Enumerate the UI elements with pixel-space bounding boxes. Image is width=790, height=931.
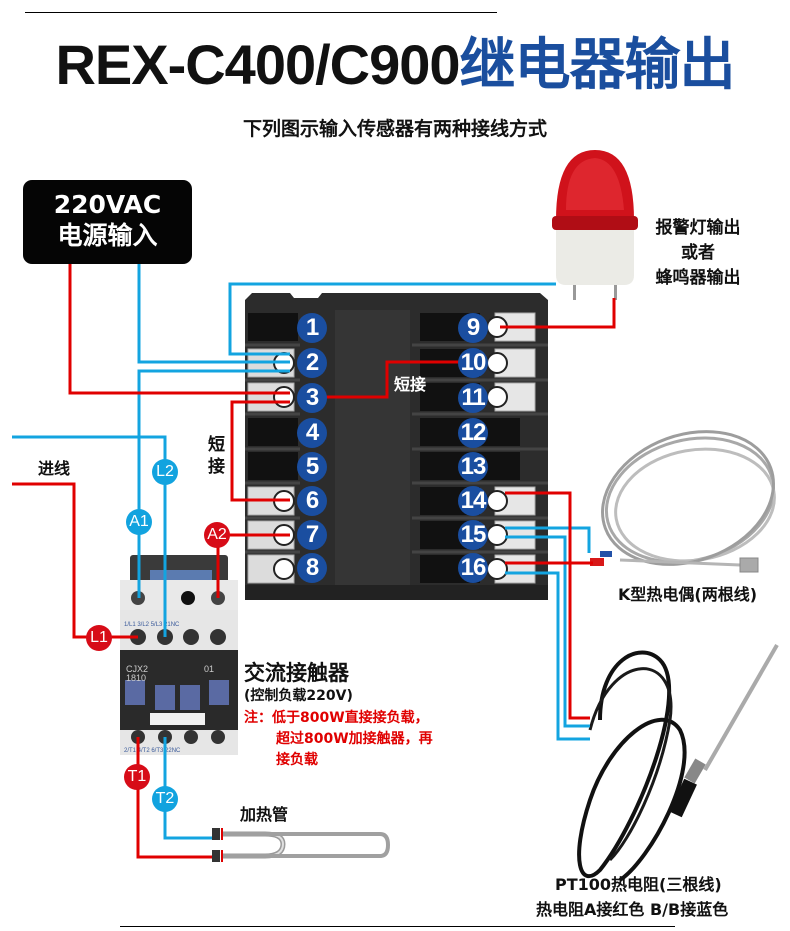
alarm-line2: 或者 — [681, 243, 715, 263]
tag-A1: A1 — [126, 509, 152, 535]
rtd-label-1: PT100热电阻(三根线) — [555, 875, 722, 894]
terminal-5: 5 — [297, 452, 327, 482]
power-voltage: 220VAC — [53, 190, 162, 219]
short-label-right: 短接 — [394, 375, 427, 394]
tag-L2: L2 — [152, 459, 178, 485]
wire-alarm-blue-to-1 — [228, 282, 556, 356]
svg-text:CJX2: CJX2 — [126, 664, 148, 674]
terminal-15: 15 — [458, 520, 488, 550]
svg-text:2/T1 4/T2 6/T3 22NC: 2/T1 4/T2 6/T3 22NC — [124, 748, 181, 754]
top-rule — [25, 12, 497, 13]
title-model: REX-C400/C900 — [55, 33, 460, 96]
terminal-7: 7 — [297, 520, 327, 550]
terminal-16: 16 — [458, 553, 488, 583]
contactor-title: 交流接触器 — [244, 661, 349, 685]
contactor-note-2: 超过800W加接触器，再 — [276, 731, 433, 747]
terminal-2: 2 — [297, 348, 327, 378]
pt100-probe-icon — [577, 644, 779, 882]
terminal-11: 11 — [458, 383, 488, 413]
terminal-14: 14 — [458, 486, 488, 516]
wire-15-to-pt100 — [505, 535, 590, 728]
wire-incoming-blue-to-L2 — [12, 435, 167, 637]
terminal-12: 12 — [458, 418, 488, 448]
contactor-note-1: 注：低于800W直接接负载， — [244, 710, 429, 726]
wire-9-to-alarm — [500, 298, 616, 329]
wire-3-to-10-short — [300, 360, 485, 399]
terminal-3: 3 — [297, 383, 327, 413]
wire-power-blue-to-2 — [137, 263, 290, 364]
wire-16-to-pt100 — [505, 571, 590, 741]
svg-text:1810: 1810 — [126, 673, 146, 683]
thermocouple-label: K型热电偶(两根线) — [618, 585, 758, 604]
tag-T1: T1 — [124, 764, 150, 790]
terminal-6: 6 — [297, 486, 327, 516]
short-label-left-2: 接 — [208, 457, 225, 477]
thermocouple-icon — [590, 430, 776, 573]
alarm-line1: 报警灯输出 — [655, 218, 741, 238]
wire-14-to-pt100 — [505, 491, 590, 720]
wire-T2-to-heater — [163, 737, 212, 840]
power-input-box: 220VAC 电源输入 — [23, 180, 192, 264]
terminal-8: 8 — [297, 553, 327, 583]
bottom-rule — [120, 926, 675, 927]
tag-L1: L1 — [86, 625, 112, 651]
wire-power-red-to-3 — [68, 263, 290, 395]
wire-3-to-6-short — [230, 400, 290, 502]
wire-incoming-red-to-L1 — [12, 482, 138, 639]
incoming-label: 进线 — [38, 459, 71, 478]
terminal-13: 13 — [458, 452, 488, 482]
short-label-left-1: 短 — [208, 435, 225, 455]
alarm-light-icon — [552, 150, 638, 300]
title-output: 继电器输出 — [459, 33, 736, 96]
alarm-label: 报警灯输出 或者 蜂鸣器输出 — [643, 216, 753, 291]
terminal-1: 1 — [297, 313, 327, 343]
tag-T2: T2 — [152, 786, 178, 812]
controller-body — [245, 293, 548, 600]
rtd-label-2: 热电阻A接红色 B/B接蓝色 — [536, 900, 729, 919]
alarm-line3: 蜂鸣器输出 — [655, 268, 741, 288]
power-label: 电源输入 — [57, 221, 158, 250]
svg-text:01: 01 — [204, 664, 214, 674]
heater-tube-icon — [212, 828, 391, 862]
terminal-9: 9 — [458, 313, 488, 343]
contactor-note-3: 接负载 — [276, 752, 318, 768]
wire-15-to-thermocouple — [505, 526, 591, 553]
terminal-4: 4 — [297, 418, 327, 448]
svg-text:1/L1 3/L2 5/L3 21NC: 1/L1 3/L2 5/L3 21NC — [124, 622, 180, 628]
page-subtitle: 下列图示输入传感器有两种接线方式 — [242, 118, 547, 140]
contactor-subtitle: (控制负载220V) — [244, 688, 353, 704]
heater-label: 加热管 — [240, 805, 289, 824]
page-title: REX-C400/C900继电器输出 — [0, 20, 790, 101]
tag-A2: A2 — [204, 522, 230, 548]
terminal-10: 10 — [458, 348, 488, 378]
